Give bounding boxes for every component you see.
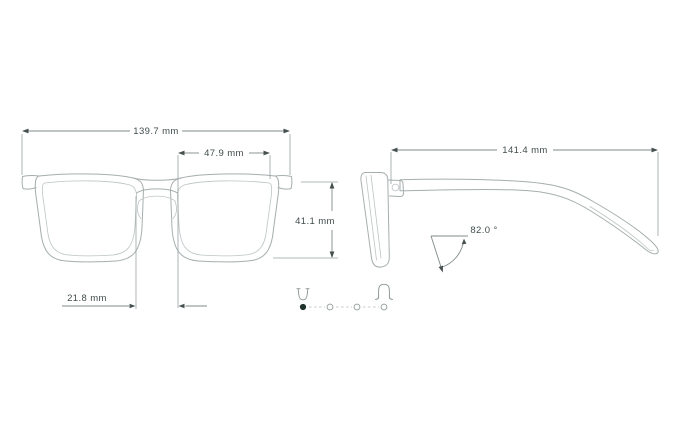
bridge-icon[interactable] (374, 283, 394, 300)
dim-temple-angle: 82.0 ° (430, 225, 497, 273)
frame-profile-inner-line (365, 175, 377, 261)
right-lens-opening (177, 180, 273, 257)
left-endpiece (21, 175, 40, 190)
pager-dot-4[interactable] (380, 303, 388, 311)
right-endpiece (274, 175, 293, 190)
bridge-top-edge (132, 177, 182, 181)
left-nose-flare (137, 200, 142, 219)
dim-bridge-width: 21.8 mm (62, 196, 207, 309)
lens-height-label: 41.1 mm (295, 216, 335, 227)
lens-front-icon[interactable] (296, 288, 310, 301)
right-nose-flare (172, 200, 177, 219)
hinge-rivet (391, 183, 400, 192)
bridge-width-label: 21.8 mm (67, 293, 107, 304)
right-lens-outer-rim (170, 173, 280, 263)
dim-temple-length: 141.4 mm (390, 145, 659, 236)
bridge-upper-arch (136, 188, 178, 194)
front-view-drawing (21, 173, 293, 263)
lens-width-label: 47.9 mm (204, 148, 244, 159)
temple-angle-label: 82.0 ° (470, 225, 497, 236)
dim-lens-height: 41.1 mm (273, 181, 338, 259)
side-view-drawing (360, 172, 659, 268)
frame-width-label: 139.7 mm (133, 126, 178, 137)
frame-profile-outline (360, 172, 390, 268)
left-lens-opening (41, 180, 137, 257)
left-lens-outer-rim (34, 173, 144, 263)
temple-outline (399, 178, 659, 255)
pager-dot-2[interactable] (326, 303, 334, 311)
dim-lens-width: 47.9 mm (177, 148, 271, 308)
temple-tip-crease (589, 206, 654, 252)
frame-profile-inner-line2 (370, 174, 382, 259)
bridge-lower-arch (138, 195, 176, 202)
pager-dot-1-active[interactable] (299, 303, 307, 311)
temple-length-label: 141.4 mm (502, 145, 547, 156)
view-pagination (296, 283, 394, 311)
hinge-block (387, 179, 404, 197)
pager-dot-3[interactable] (353, 303, 361, 311)
dim-frame-width: 139.7 mm (21, 126, 291, 175)
